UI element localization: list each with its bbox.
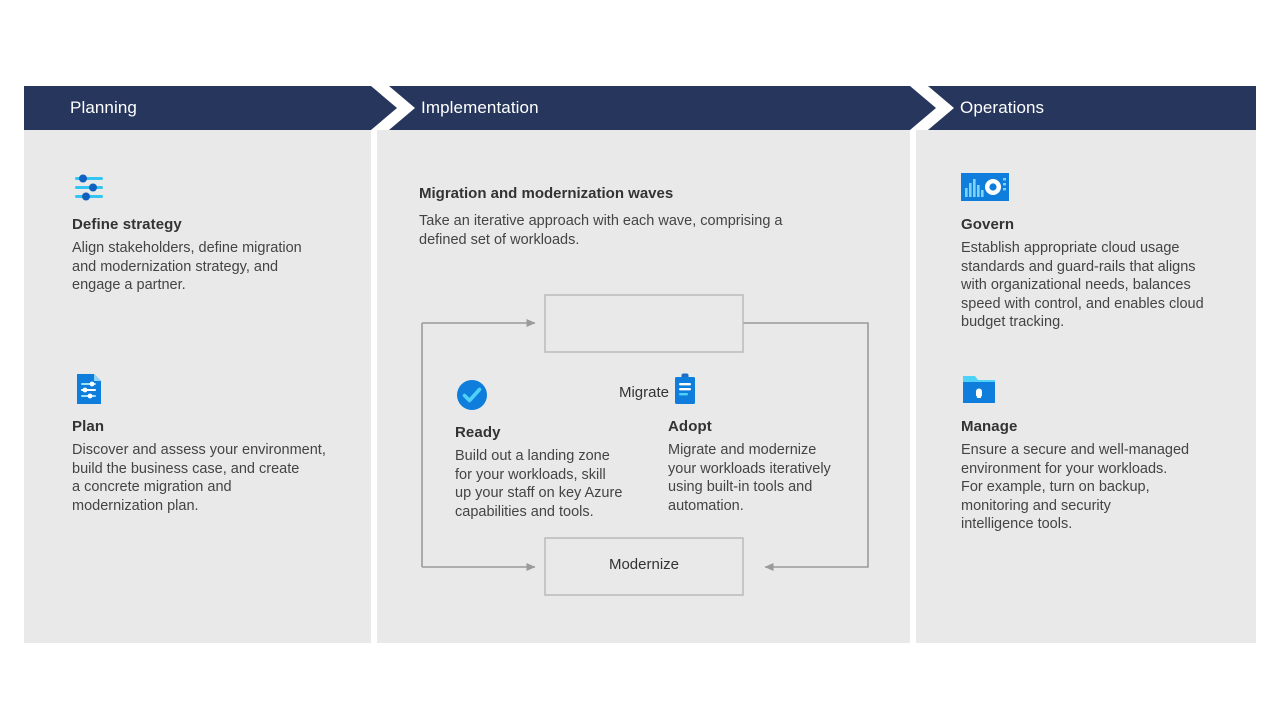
implementation-heading: Migration and modernization waves bbox=[419, 185, 674, 202]
block-body: Establish appropriate cloud usage standa… bbox=[961, 240, 1204, 331]
block-title: Manage bbox=[961, 418, 1018, 435]
block-define-strategy: Define strategy Align stakeholders, defi… bbox=[72, 170, 332, 295]
block-body: Migrate and modernize your workloads ite… bbox=[668, 442, 831, 514]
block-body: Align stakeholders, define migration and… bbox=[72, 240, 302, 294]
block-title: Adopt bbox=[668, 418, 712, 435]
phase-title-planning: Planning bbox=[70, 98, 137, 117]
check-circle-icon bbox=[455, 378, 489, 412]
document-plan-icon bbox=[72, 372, 106, 406]
block-title: Ready bbox=[455, 424, 501, 441]
phase-header-band: Planning Implementation Operations bbox=[24, 86, 1256, 130]
block-plan: Plan Discover and assess your environmen… bbox=[72, 372, 344, 515]
chevron-divider-1-icon bbox=[371, 86, 431, 130]
block-adopt: Adopt Migrate and modernize your workloa… bbox=[668, 372, 858, 515]
block-ready: Ready Build out a landing zone for your … bbox=[455, 378, 645, 521]
block-govern: Govern Establish appropriate cloud usage… bbox=[961, 170, 1231, 332]
clipboard-icon bbox=[668, 372, 702, 406]
flow-box-migrate[interactable]: Migrate bbox=[618, 384, 670, 401]
block-manage: Manage Ensure a secure and well-managed … bbox=[961, 372, 1231, 534]
block-title: Define strategy bbox=[72, 216, 182, 233]
block-body: Build out a landing zone for your worklo… bbox=[455, 448, 623, 520]
flow-box-modernize[interactable]: Modernize bbox=[608, 556, 680, 573]
block-title: Govern bbox=[961, 216, 1015, 233]
block-body: Discover and assess your environment, bu… bbox=[72, 442, 326, 514]
implementation-subheading: Take an iterative approach with each wav… bbox=[419, 213, 783, 248]
migration-wave-flow-diagram: Migrate Modernize bbox=[410, 290, 890, 600]
phase-title-implementation: Implementation bbox=[421, 98, 539, 117]
block-body: Ensure a secure and well-managed environ… bbox=[961, 442, 1190, 533]
secure-folder-icon bbox=[961, 372, 999, 406]
header-background bbox=[24, 86, 1256, 130]
block-title: Plan bbox=[72, 418, 105, 435]
phase-title-operations: Operations bbox=[960, 98, 1045, 117]
dashboard-chart-icon bbox=[961, 170, 1009, 204]
chevron-divider-2-icon bbox=[910, 86, 970, 130]
sliders-icon bbox=[72, 170, 106, 204]
